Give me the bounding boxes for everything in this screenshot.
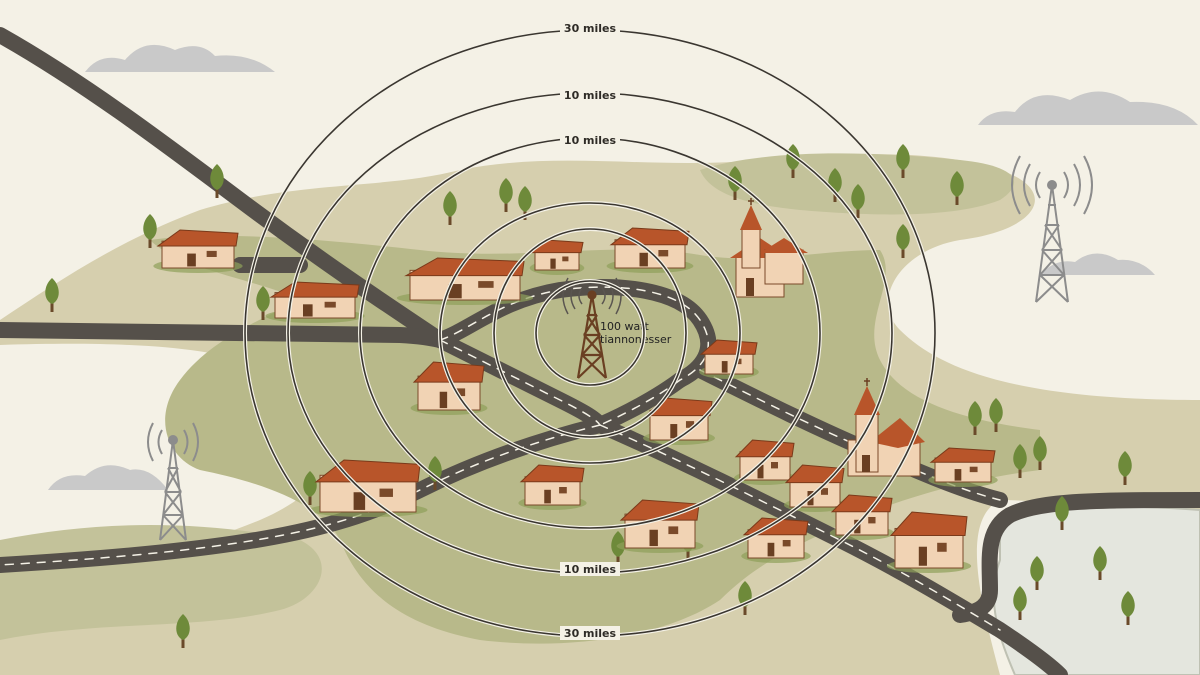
house-icon [699,339,759,379]
tree-icon [896,224,910,258]
tree-icon [950,171,964,205]
house-icon [529,239,585,275]
ring-label-third: 10 miles [564,134,617,147]
house-icon [643,397,715,445]
tree-icon [499,178,513,212]
coverage-ring [439,202,741,464]
cloud-icon [48,465,168,490]
tree-icon [989,398,1003,432]
tree-icon [210,164,224,198]
transmitter-power-label: 100 watt [600,320,650,333]
tree-icon [1013,586,1027,620]
cloud-icon [978,91,1198,125]
tree-icon [1118,451,1132,485]
house-icon [308,459,428,517]
cloud-icon [85,44,275,72]
house-icon [886,511,972,573]
tree-icon [1013,444,1027,478]
transmitter-type-label: tiannonesser [600,333,672,346]
tree-icon [45,278,59,312]
tree-icon [1055,496,1069,530]
tree-icon [443,191,457,225]
coverage-ring [493,228,687,438]
cloud-icon [1040,253,1155,275]
remote-tower-icon [1011,155,1093,303]
tree-icon [176,614,190,648]
tree-icon [1121,591,1135,625]
ring-label-lower-outer: 30 miles [564,627,617,640]
tree-icon [256,286,270,320]
tree-icon [1093,546,1107,580]
ring-label-lower-inner: 10 miles [564,563,617,576]
tree-icon [1033,436,1047,470]
tree-icon [611,531,625,565]
tree-icon [143,214,157,248]
tree-icon [851,184,865,218]
ring-labels: 30 miles 10 miles 10 miles 10 miles 30 m… [560,21,620,640]
coverage-ring [535,280,645,386]
house-icon [928,447,998,487]
house-icon [153,229,243,273]
tree-icon [968,401,982,435]
house-icon [616,499,704,553]
ring-label-second: 10 miles [564,89,617,102]
grass-area [700,153,1015,215]
tree-icon [303,471,317,505]
tree-icon [1030,556,1044,590]
tree-icon [896,144,910,178]
houses [153,227,998,573]
transmitter-tower-icon [562,277,622,379]
ring-label-outer: 30 miles [564,22,617,35]
house-icon [518,464,587,510]
remote-tower-icon [147,422,199,541]
